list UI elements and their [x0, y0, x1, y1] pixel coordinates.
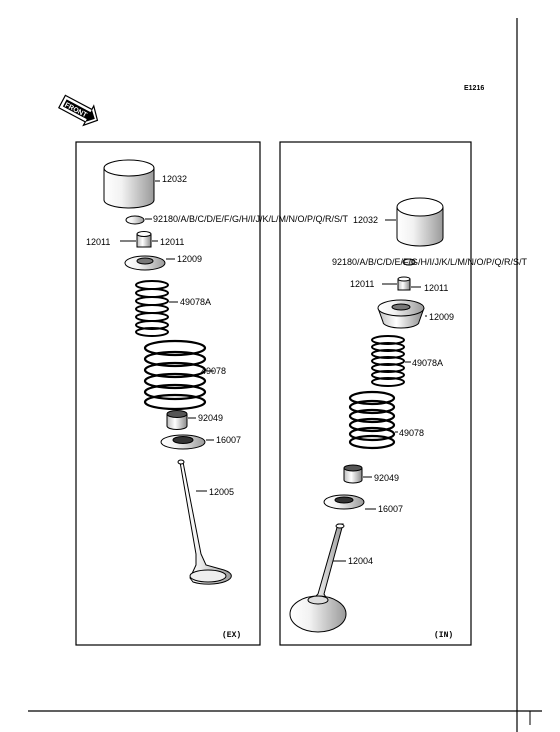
tappet-part — [385, 197, 444, 247]
in-outer-spring-label: 49078 — [399, 428, 424, 438]
outer-spring-part — [348, 390, 398, 450]
ex-spring-seat-label: 16007 — [216, 435, 241, 445]
in-stem-seal-label: 92049 — [374, 473, 399, 483]
spring-seat-part — [160, 434, 214, 450]
shim-part — [125, 215, 152, 225]
shim-part — [402, 258, 416, 266]
diagram-code: E1216 — [464, 85, 484, 92]
cotter-part — [120, 231, 158, 248]
ex-retainer-label: 12009 — [177, 254, 202, 264]
ex-stem-seal-label: 92049 — [198, 413, 223, 423]
ex-shim-label: 92180/A/B/C/D/E/F/G/H/I/J/K/L/M/N/O/P/Q/… — [153, 214, 349, 224]
exhaust-tag: (EX) — [222, 631, 241, 640]
in-cotter-right-label: 12011 — [424, 283, 448, 293]
intake-valve-part — [289, 523, 347, 633]
in-inner-spring-label: 49078A — [412, 358, 443, 368]
front-arrow-icon: FRONT — [58, 94, 99, 127]
ex-inner-spring-label: 49078A — [180, 297, 211, 307]
ex-cotter-right-label: 12011 — [160, 237, 184, 247]
ex-cotter-left-label: 12011 — [86, 237, 110, 247]
tappet-part — [103, 159, 160, 209]
inner-spring-part — [371, 335, 411, 387]
ex-valve-label: 12005 — [209, 487, 234, 497]
exhaust-valve-part — [177, 459, 232, 585]
intake-panel: 12032 92180/A/B/C/D/E/F/G/H/I/J/K/L/M/N/… — [279, 141, 528, 646]
in-retainer-label: 12009 — [429, 312, 454, 322]
retainer-part — [377, 299, 427, 329]
cotter-part — [382, 276, 421, 291]
ex-outer-spring-label: 49078 — [201, 366, 226, 376]
stem-seal-part — [166, 410, 196, 430]
in-valve-label: 12004 — [348, 556, 373, 566]
in-tappet-label: 12032 — [353, 215, 378, 225]
in-shim-label: 92180/A/B/C/D/E/F/G/H/I/J/K/L/M/N/O/P/Q/… — [332, 257, 528, 267]
stem-seal-part — [343, 464, 372, 484]
in-cotter-left-label: 12011 — [350, 279, 374, 289]
in-spring-seat-label: 16007 — [378, 504, 403, 514]
exhaust-panel: 12032 92180/A/B/C/D/E/F/G/H/I/J/K/L/M/N/… — [75, 141, 349, 646]
outer-spring-part — [143, 339, 214, 411]
intake-tag: (IN) — [434, 631, 453, 640]
retainer-part — [124, 255, 175, 271]
ex-tappet-label: 12032 — [162, 174, 187, 184]
inner-spring-part — [135, 280, 178, 337]
spring-seat-part — [323, 494, 376, 510]
